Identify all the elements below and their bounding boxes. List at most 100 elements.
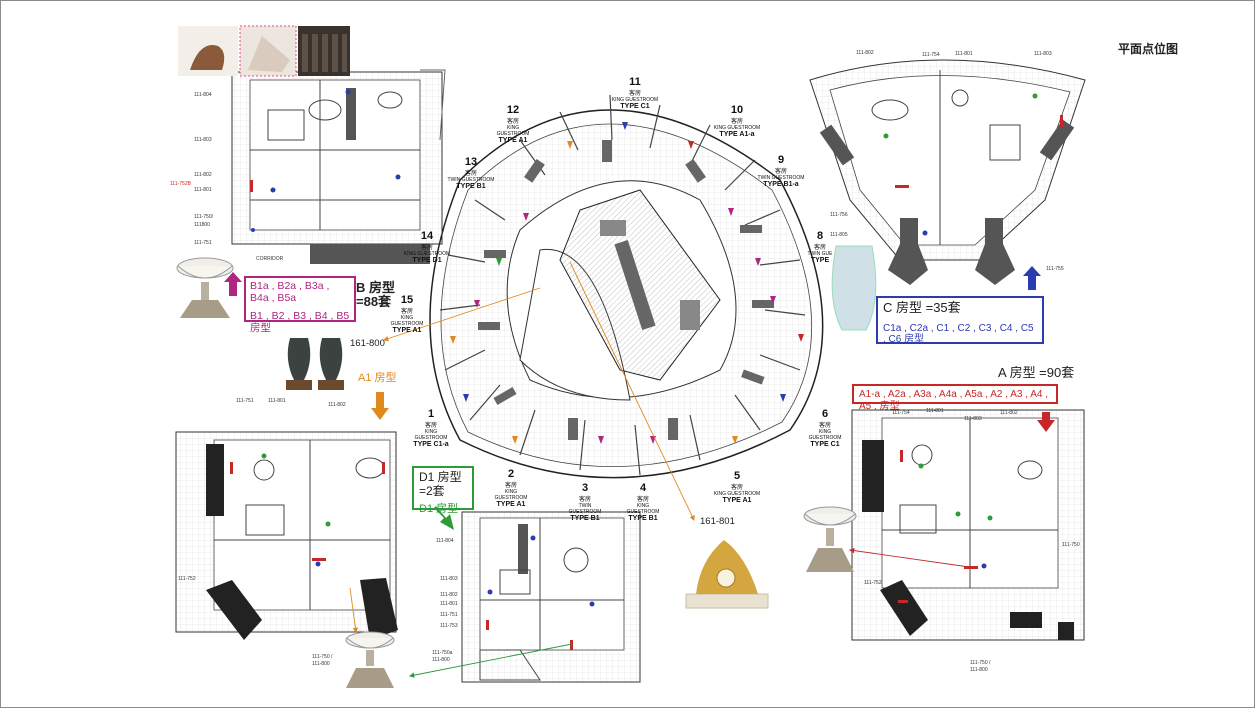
room-label-9: 9 客房 TWIN GUESTROOM TYPE B1-a [756, 154, 806, 188]
room-number: 15 [400, 294, 414, 306]
vase-pair-product [286, 338, 344, 390]
ref-161-800: 161-800 [350, 338, 385, 349]
plan-tag: 111-800 [312, 661, 330, 667]
room-number: 14 [420, 230, 434, 242]
room-label-13: 13 客房 TWIN GUESTROOM TYPE B1 [446, 156, 496, 190]
room-cn: 客房 [730, 119, 743, 125]
legend-a1-label: A1 房型 [358, 372, 397, 384]
room-type: TYPE C1 [810, 441, 840, 448]
plan-tag: 111-753 [440, 623, 458, 629]
room-number: 6 [821, 408, 829, 420]
room-label-14: 14 客房 KING GUESTROOM TYPE D1 [402, 230, 452, 264]
room-type: TYPE C1 [620, 103, 650, 110]
legend-b-count: B 房型 =88套 [356, 280, 396, 310]
room-number: 8 [816, 230, 824, 242]
plan-bl [175, 431, 398, 640]
room-cn: 客房 [464, 171, 477, 177]
legend-d-types: D1 房型 =2套 D1 房型 [412, 466, 474, 515]
clock-product [685, 540, 769, 609]
room-cn: 客房 [578, 497, 591, 503]
plan-tag: 111-802 [440, 592, 458, 598]
room-number: 13 [464, 156, 478, 168]
legend-b-count-line1: B 房型 [356, 280, 396, 295]
room-label-15: 15 客房 KING GUESTROOM TYPE A1 [384, 294, 430, 334]
room-type: TYPE B1 [570, 515, 600, 522]
plan-tag: 111-805 [830, 232, 848, 238]
plan-tag: 111-750 [1062, 542, 1080, 548]
room-en: TWIN GUESTROOM [447, 177, 495, 183]
plan-tag: 111-754 [922, 52, 940, 58]
room-cn: 客房 [506, 119, 519, 125]
legend-arrows [224, 266, 1055, 530]
plan-tag: 111-800 [432, 657, 450, 663]
room-number: 9 [777, 154, 785, 166]
legend-c-heading: C 房型 =35套 [883, 300, 961, 315]
plan-tag: 111-801 [926, 408, 944, 414]
legend-b-line1: B1a , B2a , B3a , B4a , B5a [250, 280, 330, 305]
room-label-8: 8 客房 TWIN GUE TYPE [800, 230, 840, 264]
product-thumbnails [178, 25, 350, 77]
room-label-12: 12 客房 KING GUESTROOM TYPE A1 [490, 104, 536, 144]
room-number: 2 [507, 468, 515, 480]
room-en: KING GUESTROOM [713, 125, 761, 131]
room-type: TYPE B1 [628, 515, 658, 522]
plan-tag: 111-800 [970, 667, 988, 673]
room-cn: 客房 [400, 309, 413, 315]
room-type: TYPE A1-a [719, 131, 755, 138]
legend-c-items: C1a , C2a , C1 , C2 , C3 , C4 , C5 , C6 … [883, 322, 1034, 346]
room-en: KING GUESTROOM [626, 503, 660, 515]
room-en: KING GUESTROOM [414, 429, 448, 441]
room-type: TYPE D1 [412, 257, 442, 264]
room-cn: 客房 [636, 497, 649, 503]
plan-tag: 111-755 [1046, 266, 1064, 272]
lamp-product-2 [803, 506, 857, 572]
plan-tag: 111800 [194, 222, 210, 228]
plan-c [809, 59, 1086, 285]
plan-tag: 111-751 [440, 612, 458, 618]
room-cn: 客房 [420, 245, 433, 251]
plan-bc [461, 511, 641, 683]
room-en: TWIN GUESTROOM [757, 175, 805, 181]
room-label-10: 10 客房 KING GUESTROOM TYPE A1-a [712, 104, 762, 138]
plan-tag: 111-750 / [312, 654, 333, 660]
room-cn: 客房 [730, 485, 743, 491]
room-type: TYPE A1 [496, 501, 526, 508]
plan-tag: 111-751 [236, 398, 254, 404]
plan-tag: 111-802 [856, 50, 874, 56]
plan-tag: 111-801 [955, 51, 973, 57]
plan-tag: 111-751 [194, 240, 212, 246]
room-en: KING GUESTROOM [494, 489, 528, 501]
room-number: 12 [506, 104, 520, 116]
room-cn: 客房 [504, 483, 517, 489]
room-number: 10 [730, 104, 744, 116]
room-number: 11 [629, 76, 641, 88]
plan-tag: 111-803 [194, 137, 212, 143]
room-label-5: 5 客房 KING GUESTROOM TYPE A1 [712, 470, 762, 504]
lamp-product-3 [345, 631, 395, 688]
room-type: TYPE A1 [392, 327, 422, 334]
room-number: 5 [733, 470, 741, 482]
room-cn: 客房 [424, 423, 437, 429]
plan-tag: CORRIDOR [256, 256, 284, 262]
room-type: TYPE B1-a [763, 181, 799, 188]
tower-plan [429, 94, 824, 479]
room-label-3: 3 客房 TWIN GUESTROOM TYPE B1 [562, 482, 608, 522]
legend-b-line2: B1 , B2 , B3 , B4 , B5 房型 [250, 310, 350, 335]
room-label-11: 11 客房 KING GUESTROOM TYPE C1 [592, 76, 678, 110]
room-cn: 客房 [818, 423, 831, 429]
ref-161-801: 161-801 [700, 516, 735, 527]
room-type: TYPE [810, 257, 830, 264]
room-number: 1 [427, 408, 435, 420]
room-label-1: 1 客房 KING GUESTROOM TYPE C1-a [408, 408, 454, 448]
plan-b [231, 69, 446, 264]
room-en: KING GUESTROOM [403, 251, 451, 257]
room-label-6: 6 客房 KING GUESTROOM TYPE C1 [802, 408, 848, 448]
glass-vase-product [831, 245, 877, 331]
room-label-2: 2 客房 KING GUESTROOM TYPE A1 [488, 468, 534, 508]
plan-tag: 111-802 [328, 402, 346, 408]
legend-d-items: D1 房型 [419, 502, 459, 515]
plan-tag: 111-803 [440, 576, 458, 582]
plan-tag: 111-802 [1000, 410, 1018, 416]
tower-markers [450, 122, 804, 444]
